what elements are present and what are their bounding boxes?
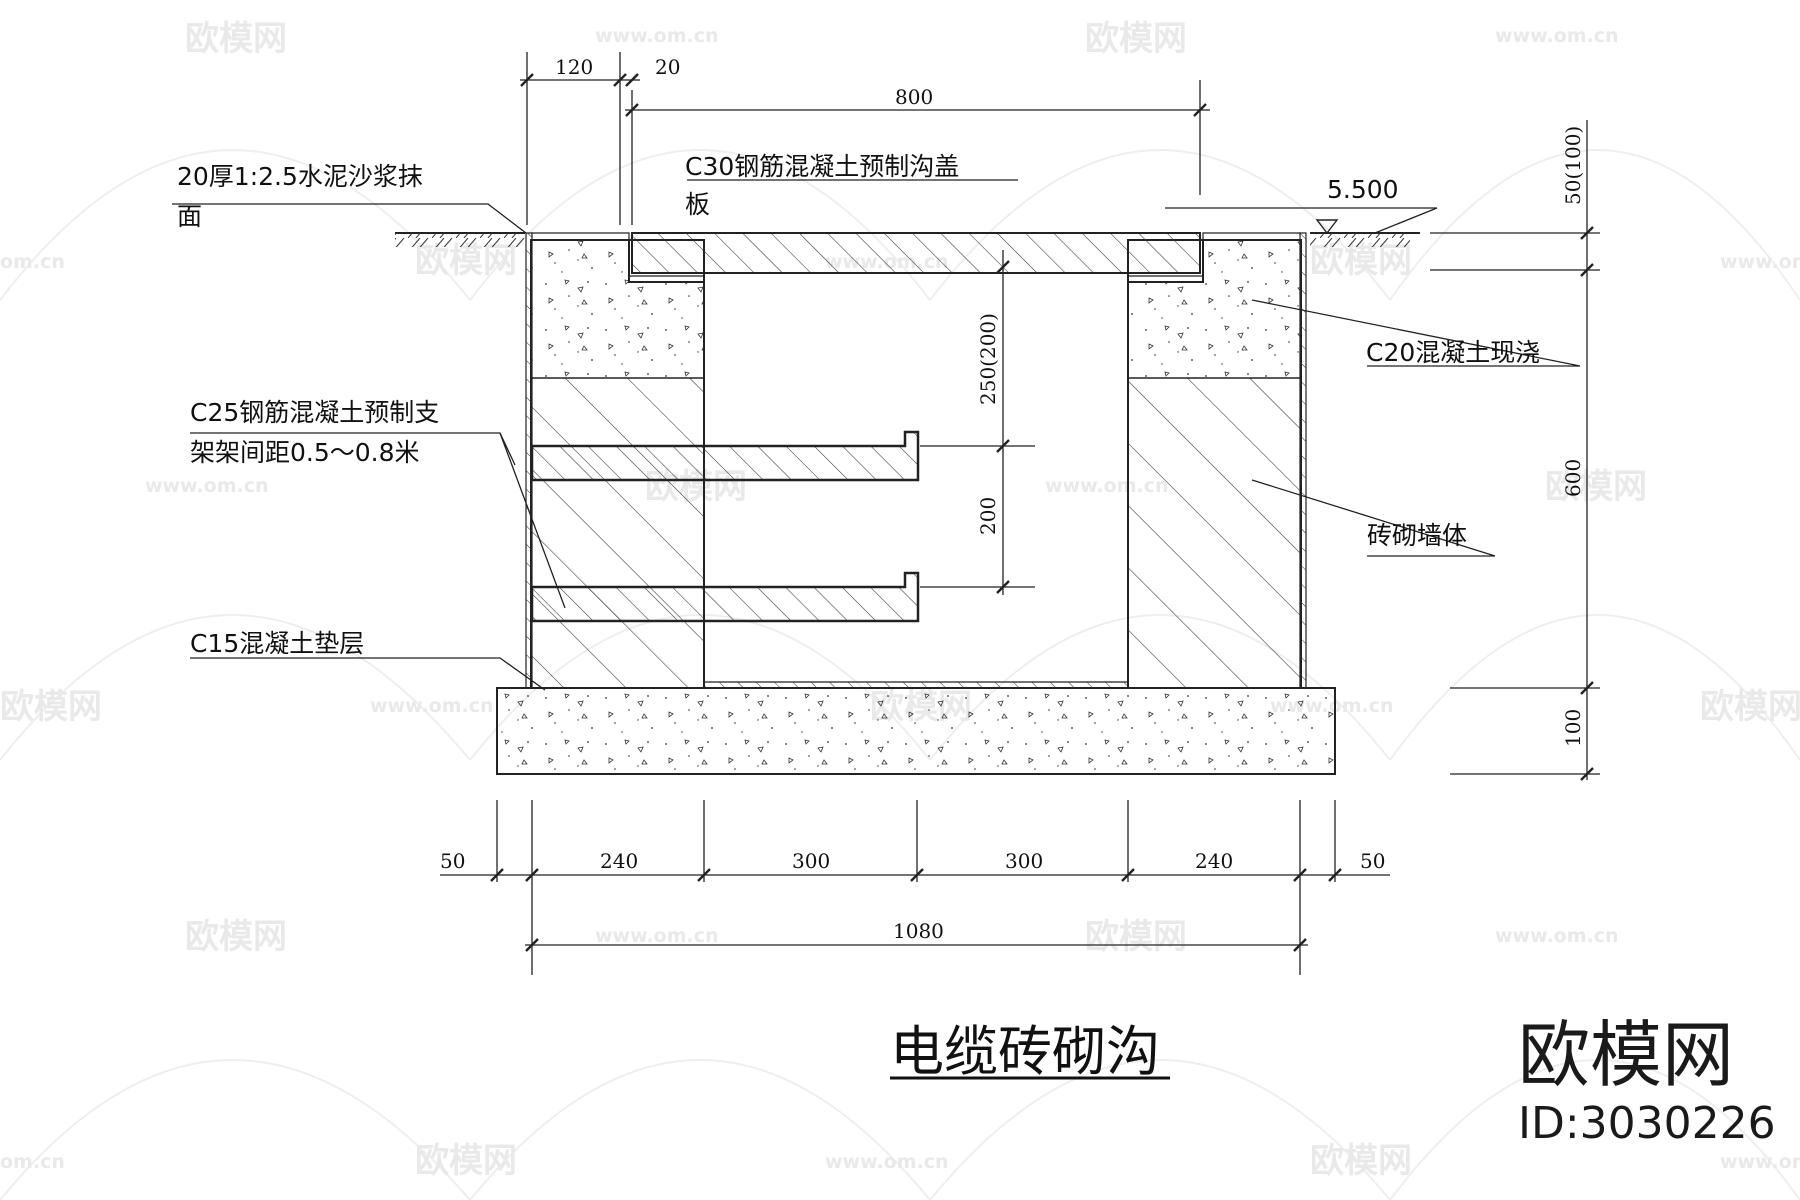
label-cover-slab-cont: 板 [685, 190, 710, 219]
label-brick-wall: 砖砌墙体 [1367, 521, 1467, 550]
dim-top-wall: 120 [555, 55, 593, 79]
left-trench-wall [525, 232, 705, 689]
dim-bottom-right-margin: 50 [1360, 849, 1385, 873]
watermark-text: 欧模网 [185, 917, 287, 957]
precast-cable-bracket-upper [530, 430, 920, 482]
watermark-text: 欧模网 [1310, 241, 1412, 281]
dim-bottom-mid-left: 300 [792, 849, 830, 873]
brand-logo-text: 欧模网 [1518, 1013, 1734, 1097]
label-concrete-cushion: C15混凝土垫层 [190, 629, 364, 658]
watermark-text: 欧模网 [1310, 1141, 1412, 1181]
label-cast-concrete: C20混凝土现浇 [1366, 338, 1540, 367]
watermark-url: www.om.cn [145, 475, 269, 497]
watermark-url: www.om.cn [1495, 925, 1619, 947]
watermark-text: 欧模网 [1700, 687, 1800, 727]
label-cover-slab: C30钢筋混凝土预制沟盖 [685, 152, 959, 181]
watermark-url: www.om.cn [595, 925, 719, 947]
watermark-url: www.om.cn [1495, 25, 1619, 47]
watermark-text: 欧模网 [1545, 467, 1647, 507]
precast-cover-slab [631, 232, 1201, 274]
watermark-url: om.cn [0, 1151, 65, 1173]
dim-bottom-left-margin: 50 [440, 849, 465, 873]
drawing-title: 电缆砖砌沟 [890, 1020, 1160, 1083]
watermark-url: www.om.cn [1720, 1151, 1800, 1173]
dim-top-cover: 800 [895, 85, 933, 109]
watermark-text: 欧模网 [1085, 19, 1187, 59]
ground-surface [395, 232, 1420, 247]
dim-inner-lower: 200 [976, 497, 1000, 535]
dim-bottom-total: 1080 [893, 919, 944, 943]
dim-top-gap: 20 [655, 55, 680, 79]
elevation-marker [1315, 219, 1339, 235]
brand-model-id: ID:3030226 [1518, 1098, 1776, 1149]
label-elevation: 5.500 [1327, 175, 1399, 204]
watermark-url: www.om.cn [370, 695, 494, 717]
right-trench-wall [1127, 232, 1307, 689]
label-mortar-finish-cont: 面 [177, 202, 202, 231]
dimension-lines-right [1430, 120, 1600, 781]
trench-floor-plaster [703, 681, 1129, 689]
dimension-lines-bottom [440, 800, 1390, 975]
dim-right-depth: 600 [1561, 459, 1585, 497]
watermark-text: 欧模网 [0, 687, 102, 727]
watermark-text: 欧模网 [1085, 917, 1187, 957]
label-mortar-finish: 20厚1:2.5水泥沙浆抹 [177, 162, 423, 191]
precast-cable-bracket-lower [530, 571, 920, 623]
dim-bottom-mid-right: 300 [1005, 849, 1043, 873]
watermark-text: 欧模网 [415, 1141, 517, 1181]
watermark-text: 欧模网 [415, 241, 517, 281]
concrete-cushion-layer [496, 687, 1336, 775]
label-bracket: C25钢筋混凝土预制支 [190, 398, 439, 427]
dimension-lines-inner [920, 250, 1035, 595]
dim-bottom-left-wall: 240 [600, 849, 638, 873]
dim-inner-upper: 250(200) [976, 313, 1000, 405]
leader-lines [172, 179, 1581, 691]
watermark-text: 欧模网 [185, 19, 287, 59]
watermark-url: www.om.cn [1720, 251, 1800, 273]
dim-bottom-right-wall: 240 [1195, 849, 1233, 873]
watermark-url: www.om.cn [595, 25, 719, 47]
dim-right-base: 100 [1561, 709, 1585, 747]
label-bracket-spacing: 架架间距0.5～0.8米 [190, 438, 420, 467]
dimension-lines-top [520, 52, 1210, 225]
dim-right-top: 50(100) [1561, 126, 1585, 205]
watermark-url: www.om.cn [825, 1151, 949, 1173]
watermark-url: om.cn [0, 251, 65, 273]
